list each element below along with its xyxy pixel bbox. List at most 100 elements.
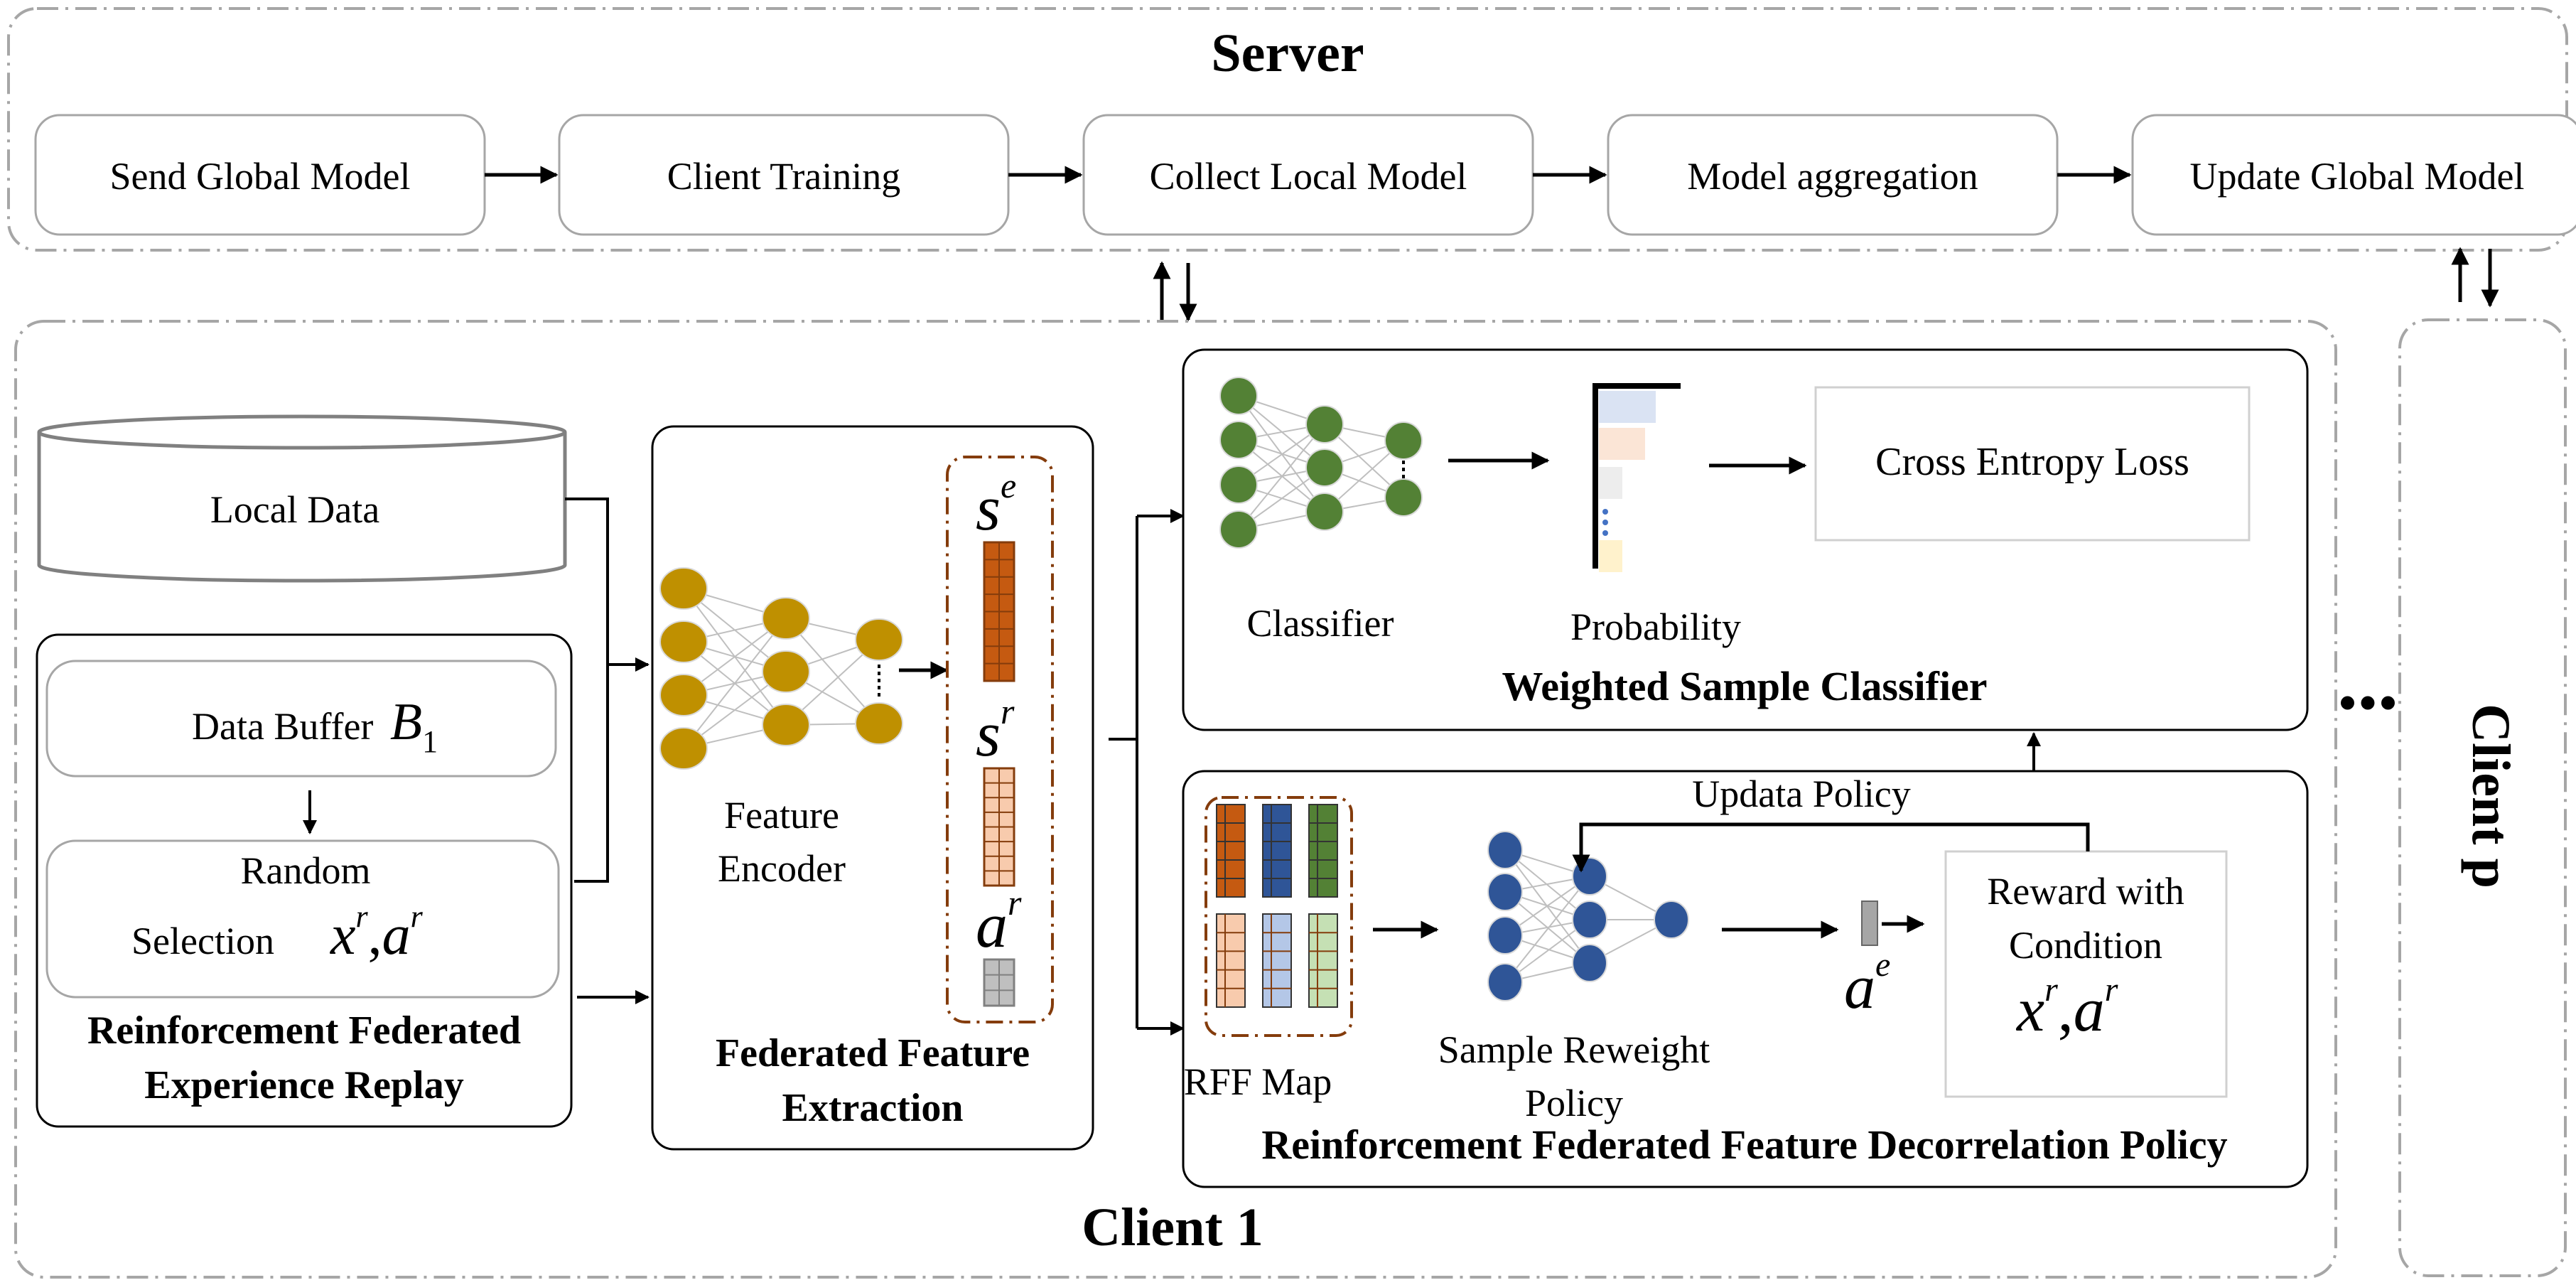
action-vector <box>1861 900 1878 946</box>
vector-symbol: sr <box>976 692 1015 770</box>
client-p-panel[interactable]: Client p <box>2398 318 2567 1277</box>
state-vector-s-r: sr <box>976 692 1015 887</box>
server-step-1[interactable]: Send Global Model <box>34 114 486 236</box>
feature-encoder-network <box>659 567 903 770</box>
server-clientp-arrows <box>2451 247 2499 308</box>
server-step-label: Model aggregation <box>1687 155 1978 198</box>
classifier-node <box>1384 478 1423 517</box>
classifier-node <box>1305 448 1344 487</box>
server-step-3[interactable]: Collect Local Model <box>1082 114 1534 236</box>
cross-entropy-loss-box[interactable] <box>1814 386 2251 542</box>
rff-feature-bars <box>1216 804 1338 1008</box>
server-client1-arrows <box>1153 261 1197 322</box>
decorrelation-policy-title: Reinforcement Federated Feature Decorrel… <box>1261 1122 2227 1168</box>
experience-replay-module: Data Buffer B1 Random Selection xr,ar Re… <box>36 633 573 1128</box>
encoder-node <box>762 704 810 746</box>
policy-node <box>1487 831 1523 869</box>
vector-symbol: se <box>976 466 1016 544</box>
data-buffer-text: Data Buffer B1 <box>192 693 438 759</box>
encoder-node <box>762 597 810 640</box>
data-buffer-box[interactable] <box>45 660 557 778</box>
random-label: Random <box>241 849 371 892</box>
more-clients-ellipsis: ••• <box>2339 676 2400 731</box>
probability-bars <box>1593 383 1681 572</box>
feature-extraction-module: Feature Encoder se sr ar Federated Feature… <box>651 425 1094 1151</box>
local-data-label: Local Data <box>210 488 379 531</box>
encoder-node <box>659 674 708 716</box>
state-vector-group <box>946 456 1054 1023</box>
server-title: Server <box>1211 23 1364 83</box>
encoder-node <box>855 702 903 745</box>
probability-bar <box>1599 467 1622 499</box>
policy-node <box>1572 900 1607 939</box>
update-policy-label: Updata Policy <box>1692 773 1910 815</box>
weighted-sample-classifier-module: Cross Entropy Loss Classifier Probabilit… <box>1182 348 2309 731</box>
data-buffer-label: Data Buffer <box>192 705 373 748</box>
branch-connectors <box>1109 509 1185 1036</box>
feature-encoder-label-line2: Encoder <box>718 847 846 890</box>
client1-panel: Client 1 <box>14 320 2337 1279</box>
policy-node <box>1487 916 1523 955</box>
policy-node <box>1572 857 1607 896</box>
rff-bar <box>1216 913 1246 1008</box>
feature-extraction-title-line1: Federated Feature <box>716 1031 1030 1075</box>
random-selection-box[interactable] <box>45 839 560 999</box>
reward-condition-box[interactable] <box>1944 850 2228 1098</box>
server-step-label: Collect Local Model <box>1150 155 1467 198</box>
encoder-node <box>855 618 903 661</box>
ellipsis-dot <box>1602 520 1608 525</box>
ellipsis-dot <box>1602 509 1608 515</box>
client1-border <box>14 320 2337 1279</box>
update-policy-feedback-arrow-icon <box>1572 822 2090 873</box>
data-buffer-subscript: 1 <box>422 724 438 759</box>
feature-encoder-label-line1: Feature <box>724 794 839 837</box>
experience-replay-title-line2: Experience Replay <box>144 1063 463 1107</box>
local-data-cylinder[interactable]: Local Data <box>37 414 567 583</box>
classifier-network <box>1219 377 1423 549</box>
policy-node <box>1487 873 1523 911</box>
sample-reweight-label-line1: Sample Reweight <box>1438 1028 1710 1071</box>
rff-map-group <box>1205 796 1353 1037</box>
selection-label: Selection <box>131 920 274 962</box>
rff-bar <box>1308 804 1338 898</box>
feature-extraction-title-line2: Extraction <box>782 1086 963 1130</box>
vector-symbol: ar <box>976 883 1022 961</box>
cross-entropy-loss-label: Cross Entropy Loss <box>1875 440 2189 484</box>
server-panel: Server Send Global Model Client Training C… <box>7 7 2576 252</box>
state-vector-a-r: ar <box>976 883 1022 1007</box>
server-step-label: Client Training <box>667 155 901 198</box>
reward-vars: xr,ar <box>2015 971 2118 1045</box>
classifier-node <box>1305 493 1344 531</box>
probability-bar <box>1599 428 1645 460</box>
classifier-node <box>1384 421 1423 460</box>
experience-replay-title-line1: Reinforcement Federated <box>87 1009 521 1053</box>
reward-label-line1: Reward with <box>1987 870 2184 913</box>
server-step-2[interactable]: Client Training <box>558 114 1010 236</box>
client-p-title: Client p <box>2461 704 2521 888</box>
policy-node <box>1572 944 1607 982</box>
policy-node <box>1487 963 1523 1001</box>
classifier-node <box>1219 377 1258 415</box>
decorrelation-policy-module: RFF Map Sample Reweight Policy ae Reward… <box>1182 770 2309 1188</box>
probability-bar <box>1599 391 1656 423</box>
client1-title: Client 1 <box>1082 1198 1263 1257</box>
classifier-node <box>1219 466 1258 504</box>
encoder-node <box>659 567 708 610</box>
weighted-sample-classifier-title: Weighted Sample Classifier <box>1502 663 1987 709</box>
server-step-5[interactable]: Update Global Model <box>2131 114 2576 236</box>
action-symbol: ae <box>1844 946 1890 1022</box>
classifier-label: Classifier <box>1247 602 1394 645</box>
encoder-node <box>659 727 708 770</box>
server-step-4[interactable]: Model aggregation <box>1607 114 2059 236</box>
server-step-label: Send Global Model <box>110 155 411 198</box>
classifier-node <box>1305 405 1344 443</box>
probability-bar <box>1599 540 1622 572</box>
classifier-node <box>1219 510 1258 549</box>
state-vector-s-e: se <box>976 466 1016 682</box>
ellipsis-dot <box>1602 530 1608 536</box>
sample-reweight-label-line2: Policy <box>1525 1082 1623 1124</box>
encoder-node <box>762 650 810 693</box>
selection-vars: xr,ar <box>330 899 424 967</box>
data-buffer-symbol: B <box>390 693 422 751</box>
